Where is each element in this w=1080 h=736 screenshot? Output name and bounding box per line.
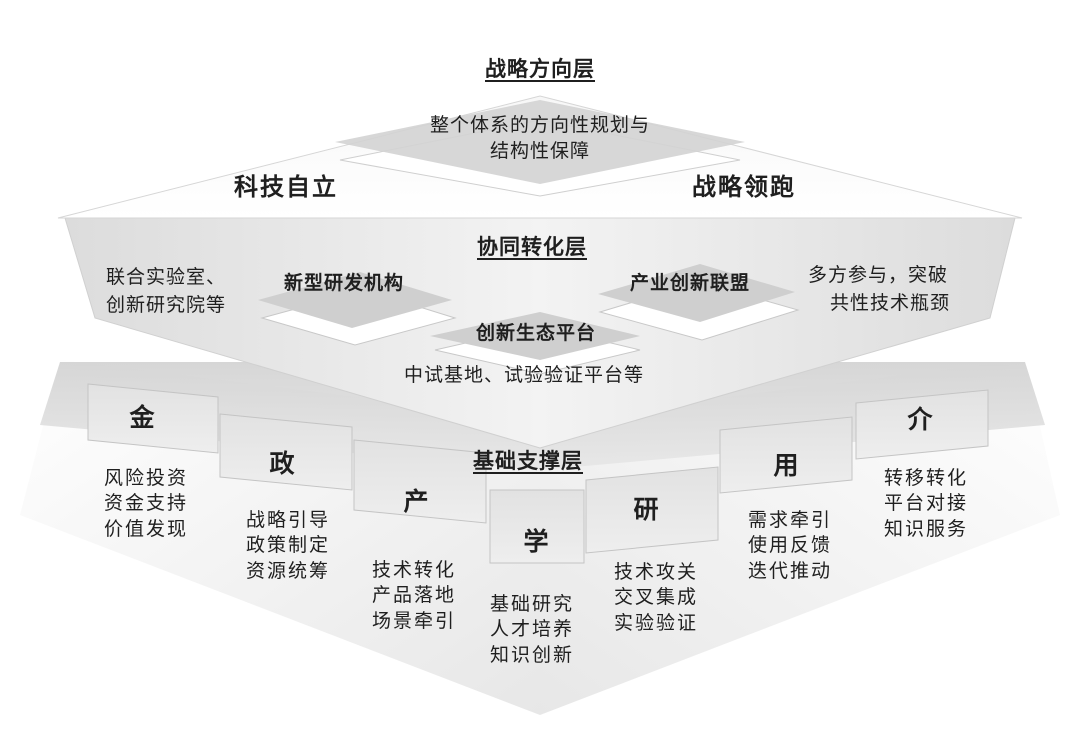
- pillar-box-xue: [489, 489, 585, 564]
- platform-center-note: 中试基地、试验验证平台等: [403, 364, 645, 386]
- pillar-xue-desc: 基础研究 人才培养 知识创新: [489, 593, 575, 666]
- pillar-yong-desc: 需求牵引 使用反馈 迭代推动: [747, 509, 833, 582]
- platform-right-label: 产业创新联盟: [630, 272, 751, 294]
- platform-center-plate: [430, 312, 640, 360]
- pillar-box-zheng: [219, 413, 353, 491]
- pillar-chan-name: 产: [403, 487, 429, 516]
- collab-layer-right-face: [540, 218, 1015, 448]
- platform-right-plate: [598, 264, 795, 322]
- strategic-layer-description-line2: 结构性保障: [489, 140, 591, 162]
- strategic-left-label: 科技自立: [234, 173, 338, 201]
- collab-layer-outline: [64, 217, 1016, 449]
- pillar-yan-desc: 技术攻关 交叉集成 实验验证: [613, 561, 699, 634]
- pillar-box-yan: [585, 466, 719, 554]
- platform-center-label: 创新生态平台: [475, 322, 597, 344]
- pillar-box-chan: [353, 439, 487, 524]
- pillar-box-yong: [719, 416, 853, 494]
- collab-layer-left-face: [65, 218, 540, 448]
- strategic-right-label: 战略领跑: [692, 173, 796, 201]
- collab-right-note-line1: 多方参与，突破: [808, 264, 949, 286]
- strategic-layer-title: 战略方向层: [485, 57, 595, 81]
- pillar-chan-desc: 技术转化 产品落地 场景牵引: [371, 559, 457, 632]
- pillar-jie-desc: 转移转化 平台对接 知识服务: [883, 467, 969, 540]
- collab-right-note-line2: 共性技术瓶颈: [830, 292, 951, 314]
- strategic-layer-description-line1: 整个体系的方向性规划与: [429, 114, 651, 136]
- platform-left-label: 新型研发机构: [284, 272, 405, 294]
- pillar-jin-desc: 风险投资 资金支持 价值发现: [103, 467, 189, 540]
- pillar-box-jie: [855, 389, 989, 460]
- support-pillars: [87, 383, 989, 564]
- collab-layer-title: 协同转化层: [477, 235, 587, 259]
- collab-left-note-line2: 创新研究院等: [106, 294, 227, 316]
- platform-left-plate: [258, 272, 452, 328]
- support-layer-title: 基础支撑层: [473, 449, 583, 473]
- pillar-zheng-name: 政: [269, 449, 295, 478]
- pillar-box-jin: [87, 383, 219, 454]
- collab-left-note-line1: 联合实验室、: [106, 266, 227, 288]
- pillar-xue-name: 学: [523, 527, 549, 556]
- pillar-yong-name: 用: [773, 451, 799, 480]
- strategic-plate: [335, 100, 745, 184]
- pillar-jin-name: 金: [129, 403, 155, 432]
- pillar-yan-name: 研: [633, 495, 659, 524]
- pillar-jie-name: 介: [907, 405, 933, 434]
- pillar-zheng-desc: 战略引导 政策制定 资源统筹: [245, 509, 331, 582]
